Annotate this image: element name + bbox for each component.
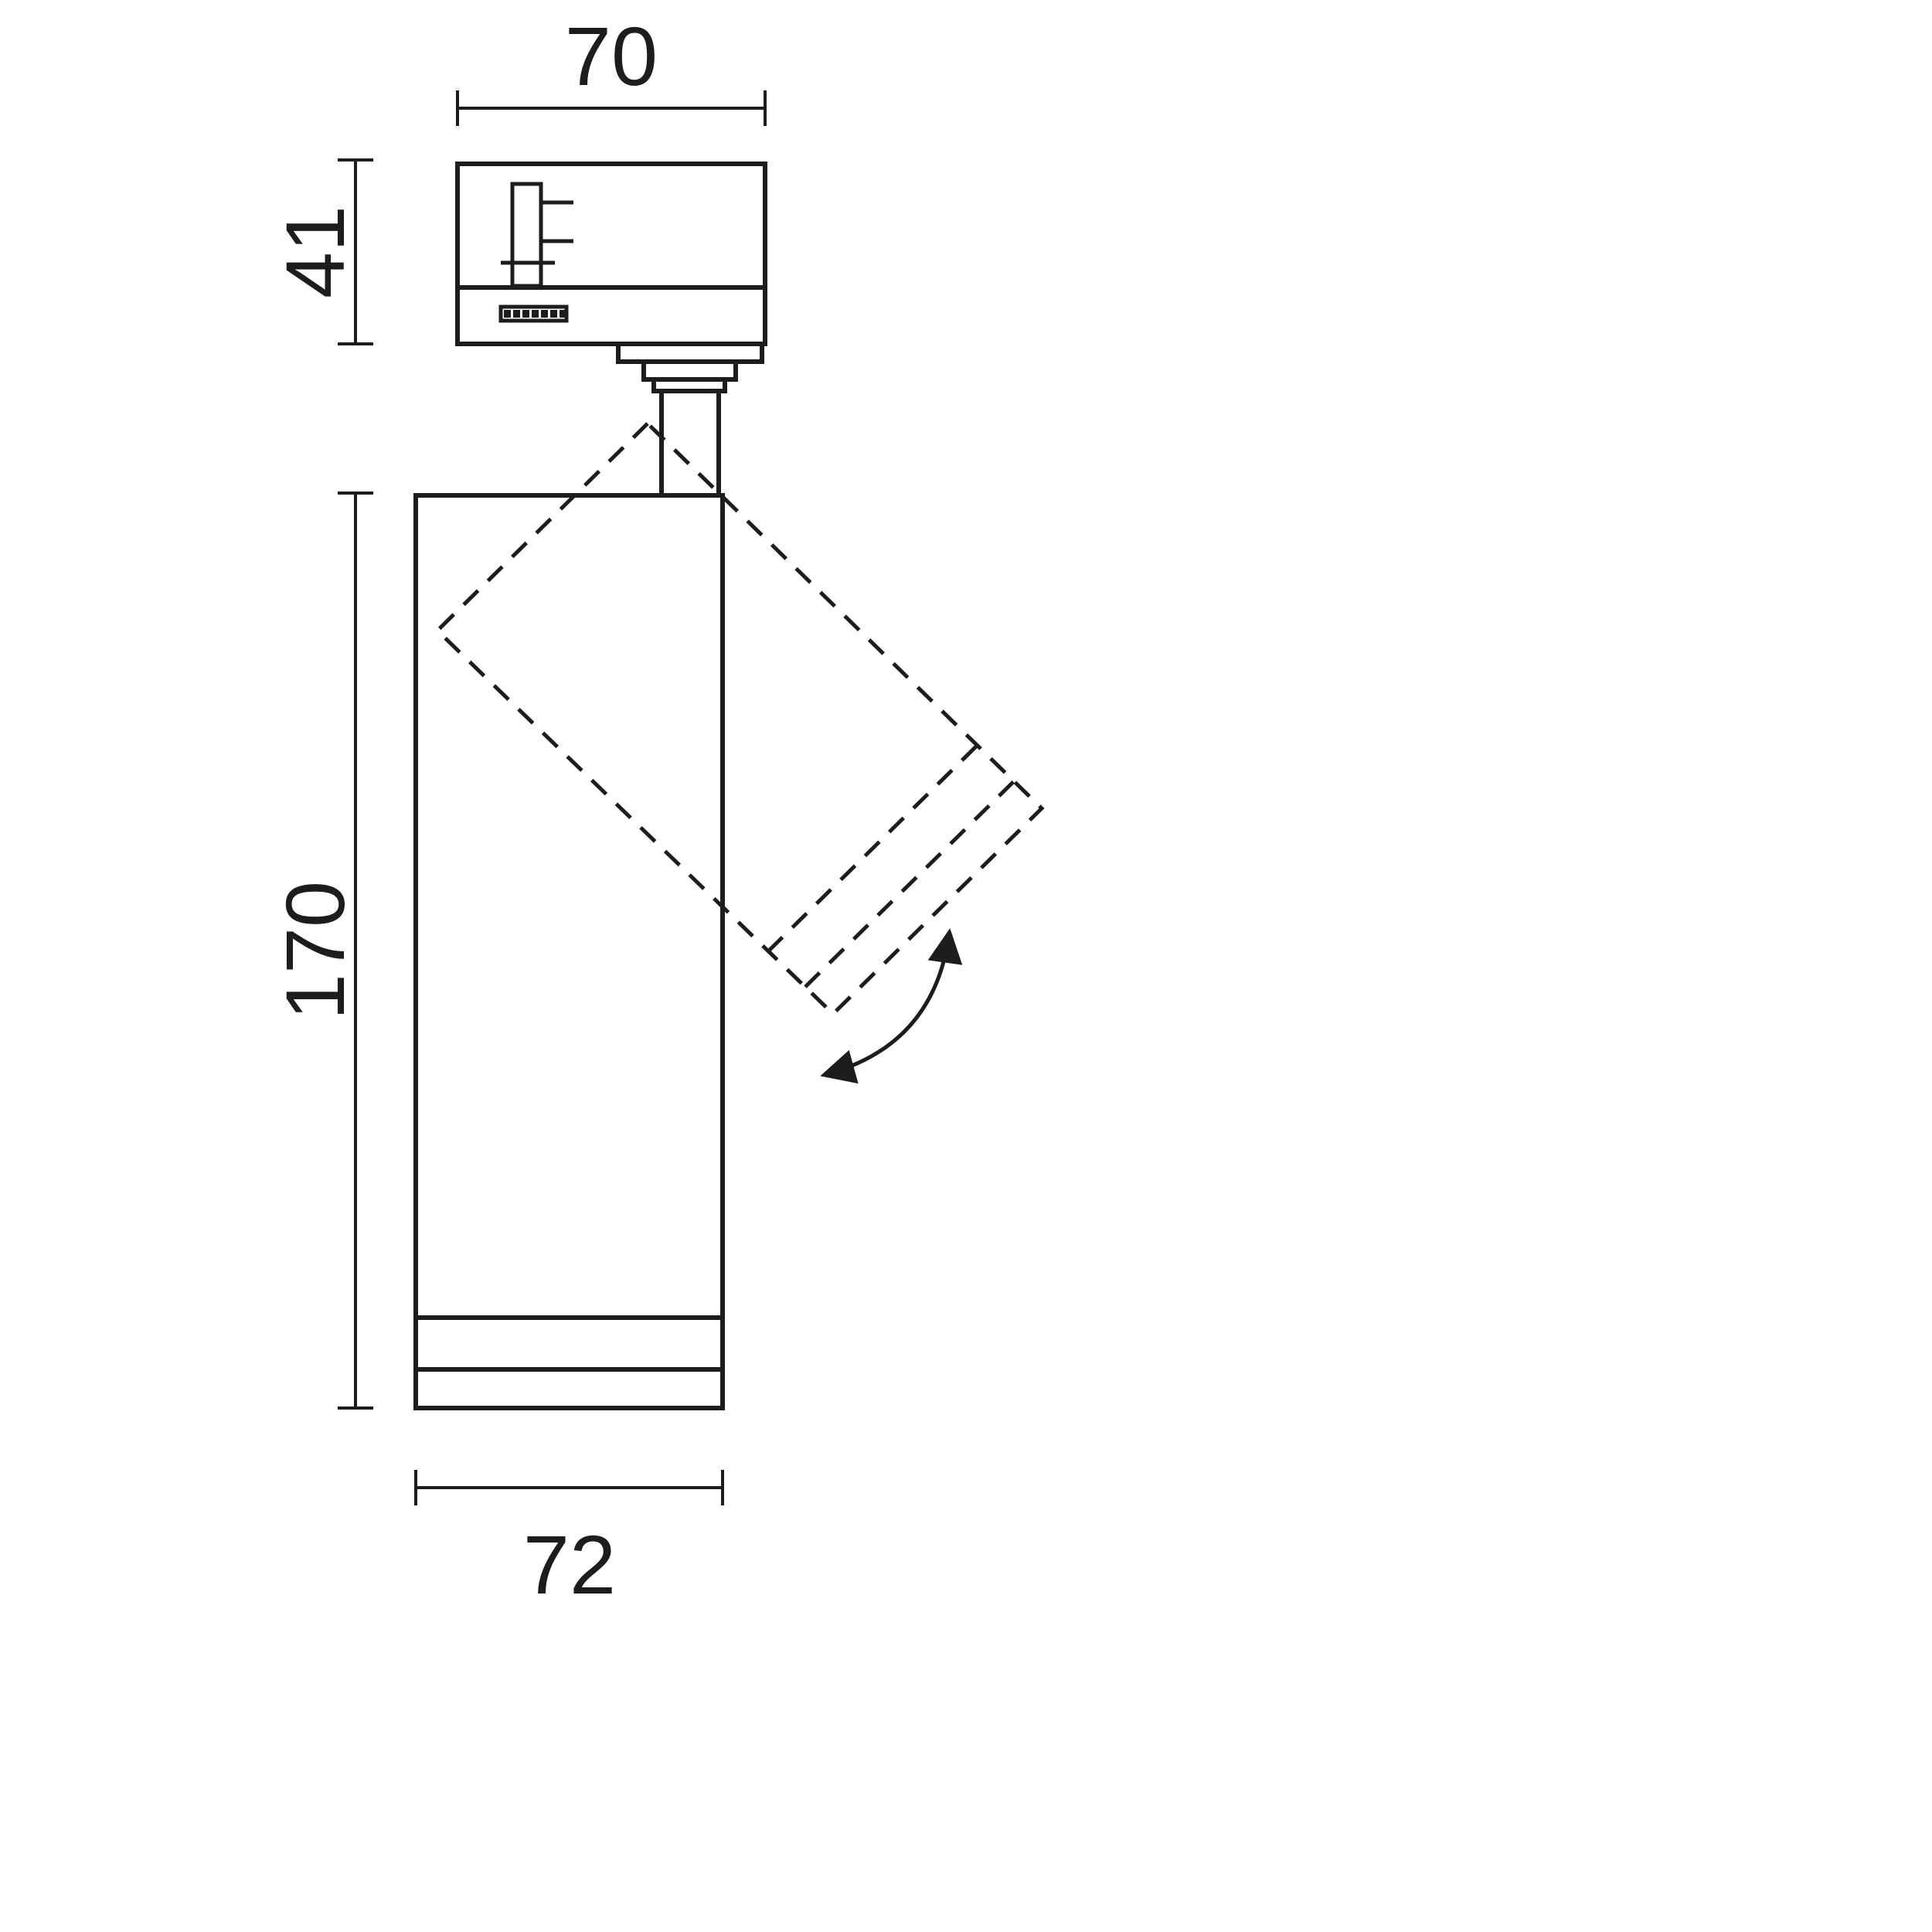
neck-step-3	[651, 377, 727, 393]
dim-body-width-label: 72	[523, 1518, 616, 1611]
terminal-pin	[560, 310, 566, 318]
neck-step-1	[616, 342, 764, 364]
terminal-pin	[550, 310, 557, 318]
track-adapter	[455, 162, 767, 346]
terminal-pin	[541, 310, 548, 318]
dim-top-width-label: 70	[565, 9, 658, 103]
dim-top-width: 70	[456, 9, 767, 126]
spotlight-body	[413, 493, 725, 1410]
dim-adapter-height: 41	[268, 158, 373, 345]
dim-body-height: 170	[268, 492, 373, 1410]
dim-body-height-label: 170	[268, 881, 362, 1020]
terminal-pin	[504, 310, 511, 318]
neck-step-2	[641, 359, 738, 382]
rotated-body-band-lower	[804, 780, 1015, 988]
rotation-arrow-icon	[820, 928, 963, 1084]
track-adapter-housing	[455, 162, 767, 346]
rotated-body-band-upper	[767, 744, 978, 953]
adapter-neck	[616, 342, 764, 495]
contact-slider	[510, 182, 543, 288]
dim-adapter-height-label: 41	[268, 206, 362, 298]
rotation-arrow	[820, 928, 963, 1084]
dim-body-width: 72	[414, 1470, 724, 1611]
terminal-pin	[522, 310, 529, 318]
terminal-pin	[532, 310, 539, 318]
terminal-pin	[513, 310, 520, 318]
spotlight-body-outline	[413, 493, 725, 1410]
